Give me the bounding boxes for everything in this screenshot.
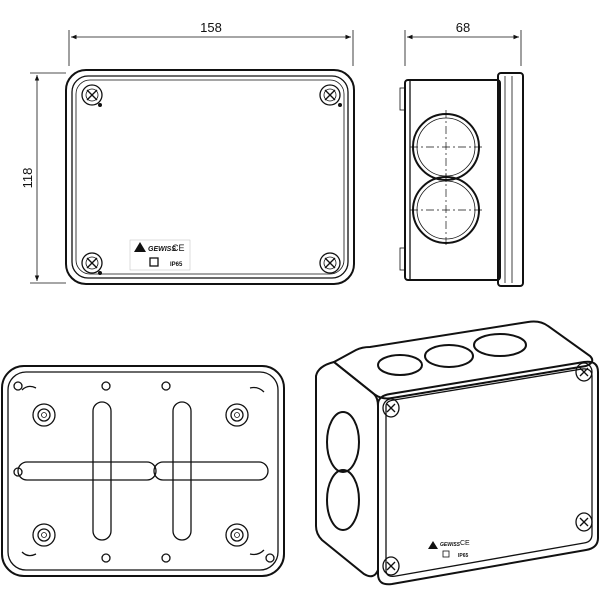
- knockout-lower: [410, 173, 482, 247]
- warning-triangle-icon: [134, 242, 146, 252]
- iso-front-face: [377, 360, 599, 586]
- back-view: [1, 365, 285, 577]
- cross-slot-right: [153, 401, 269, 541]
- height-dimension: 118: [20, 72, 66, 284]
- iso-knockout-side-2: [326, 469, 360, 531]
- depth-dimension: 68: [404, 20, 522, 66]
- screw-icon: [575, 362, 593, 382]
- back-outline: [1, 365, 285, 577]
- mounting-hole: [32, 403, 56, 427]
- mounting-hole: [32, 523, 56, 547]
- box-outline: [65, 69, 355, 285]
- screw-icon: [575, 512, 593, 532]
- square-symbol-icon: [442, 550, 450, 558]
- screw-icon: [81, 252, 103, 274]
- iso-ce-mark-icon: CE: [460, 540, 470, 547]
- width-dimension: 158: [68, 20, 354, 66]
- width-label: 158: [200, 20, 222, 35]
- ip-rating-label: IP65: [170, 262, 183, 268]
- iso-knockout-top-3: [473, 333, 527, 357]
- brand-logo: GEWISS: [148, 246, 176, 253]
- screw-icon: [382, 398, 400, 418]
- knockout-upper: [410, 110, 482, 184]
- ce-mark-icon: CE: [172, 243, 185, 253]
- front-view: 158 118: [20, 20, 355, 285]
- screw-icon: [319, 252, 341, 274]
- height-label: 118: [20, 168, 35, 189]
- screw-icon: [319, 84, 341, 106]
- screw-icon: [382, 556, 400, 576]
- iso-knockout-top-2: [424, 344, 474, 368]
- label-plate: GEWISS CE IP65: [129, 239, 191, 271]
- side-body: [404, 79, 501, 281]
- mounting-hole: [225, 523, 249, 547]
- iso-top-face: [332, 320, 594, 400]
- iso-knockout-top-1: [377, 354, 423, 376]
- screw-icon: [81, 84, 103, 106]
- depth-label: 68: [456, 20, 470, 35]
- cross-slot-left: [17, 401, 157, 541]
- iso-brand-logo: GEWISS: [440, 542, 461, 548]
- iso-ip-rating-label: IP65: [458, 553, 469, 559]
- mounting-hole: [225, 403, 249, 427]
- iso-label-plate: GEWISS CE IP65: [428, 540, 470, 559]
- iso-knockout-side-1: [326, 411, 360, 473]
- iso-left-face: [315, 360, 379, 578]
- side-view: 68: [399, 20, 524, 287]
- square-symbol-icon: [149, 257, 159, 267]
- side-lid: [497, 72, 524, 287]
- isometric-view: GEWISS CE IP65: [315, 320, 599, 586]
- lid-outline: [71, 75, 349, 279]
- warning-triangle-icon: [428, 541, 438, 549]
